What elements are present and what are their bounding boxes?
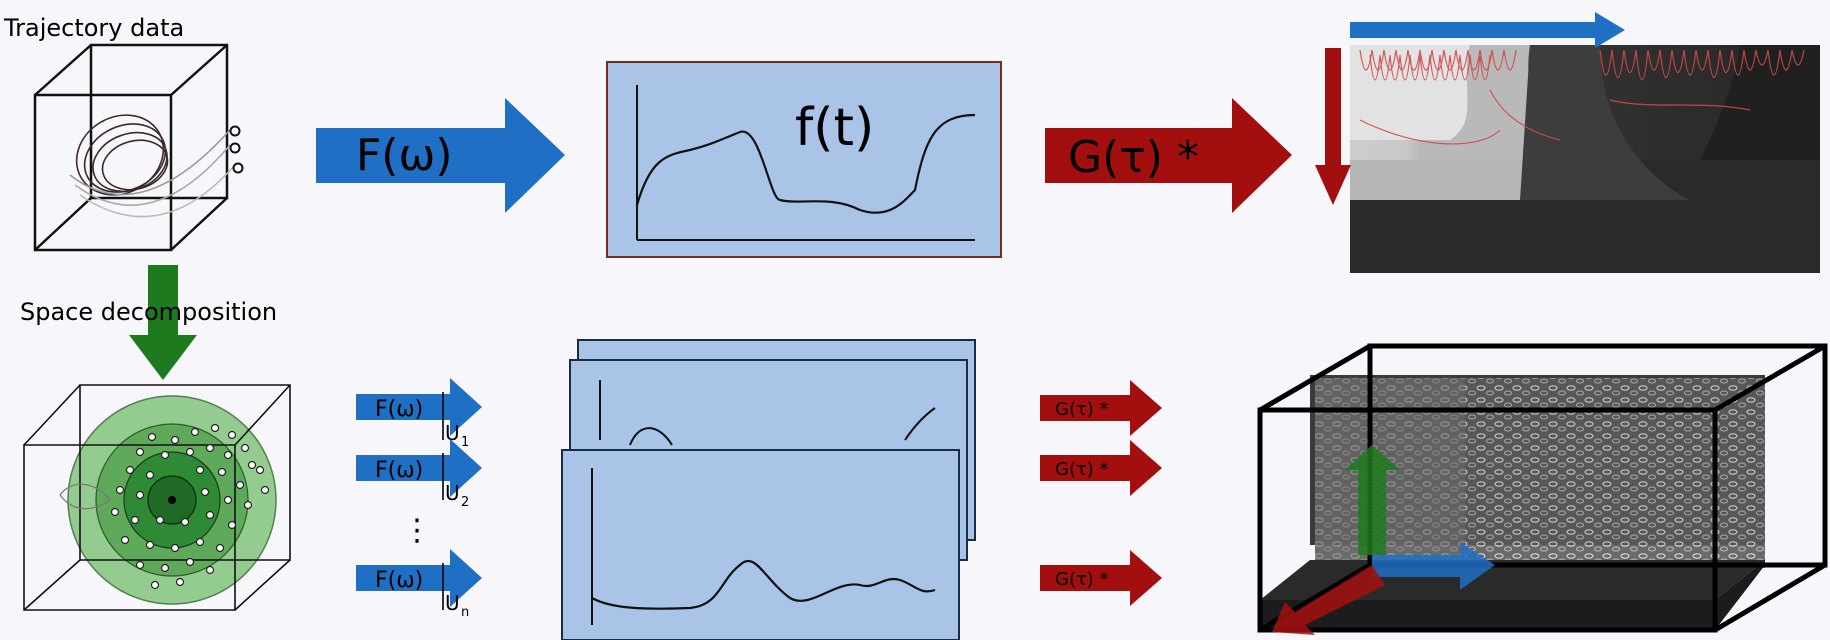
svg-text:F(ω): F(ω): [375, 568, 423, 593]
volume-z-axis-arrow: [1345, 445, 1400, 555]
trajectory-label: Trajectory data: [3, 14, 184, 42]
subdomain-arrow-n: F(ω) U n: [356, 549, 482, 620]
convolution-arrow-1: G(τ) *: [1040, 380, 1162, 436]
subdomain-signal-panels: [561, 339, 976, 640]
trajectory-curves: [69, 114, 236, 218]
subdomain-convolution-arrows: G(τ) * G(τ) * G(τ) *: [1040, 380, 1162, 606]
space-decomposition-label: Space decomposition: [20, 298, 277, 326]
convolution-arrow-2: G(τ) *: [1040, 440, 1162, 496]
signal-panel-front: [561, 449, 960, 640]
svg-text:U: U: [445, 591, 460, 615]
decomposition-arrow: [129, 265, 197, 380]
heatmap-y-axis-arrow: [1315, 48, 1351, 205]
svg-text:G(τ) *: G(τ) *: [1055, 569, 1109, 590]
density-volume-3d: [1257, 343, 1828, 635]
trajectory-endpoints: [229, 125, 244, 174]
svg-text:1: 1: [461, 435, 469, 450]
convolution-label: G(τ) *: [1068, 132, 1199, 183]
svg-text:2: 2: [461, 495, 469, 510]
signal-label: f(t): [795, 98, 874, 158]
volume-y-axis-arrow: [1272, 565, 1385, 635]
convolution-arrow-n: G(τ) *: [1040, 550, 1162, 606]
signal-curve: [635, 113, 976, 214]
sample-points: [110, 423, 270, 590]
convolution-arrow: G(τ) *: [1045, 98, 1292, 213]
svg-text:U: U: [445, 421, 460, 445]
subdomain-fourier-arrows: F(ω) U 1 F(ω) U 2 ⋮ F(ω) U n: [356, 378, 482, 620]
svg-text:G(τ) *: G(τ) *: [1055, 459, 1109, 480]
ellipsis: ⋮: [402, 513, 432, 548]
subdomain-arrow-1: F(ω) U 1: [356, 378, 482, 450]
svg-text:F(ω): F(ω): [375, 458, 423, 483]
svg-text:G(τ) *: G(τ) *: [1055, 399, 1109, 420]
cube-with-trajectories-icon: [33, 43, 229, 252]
volume-x-axis-arrow: [1372, 542, 1495, 590]
fourier-label: F(ω): [356, 130, 453, 181]
fourier-transform-arrow: F(ω): [316, 98, 565, 213]
heatmap-x-axis-arrow: [1350, 12, 1625, 48]
svg-text:U: U: [445, 481, 460, 505]
svg-text:n: n: [461, 605, 469, 620]
subdomain-arrow-2: F(ω) U 2: [356, 439, 482, 510]
cube-with-spheres-icon: [23, 384, 291, 611]
signal-panel: f(t): [606, 61, 1002, 258]
density-heatmap-2d: [1315, 12, 1820, 273]
svg-text:F(ω): F(ω): [375, 397, 423, 422]
